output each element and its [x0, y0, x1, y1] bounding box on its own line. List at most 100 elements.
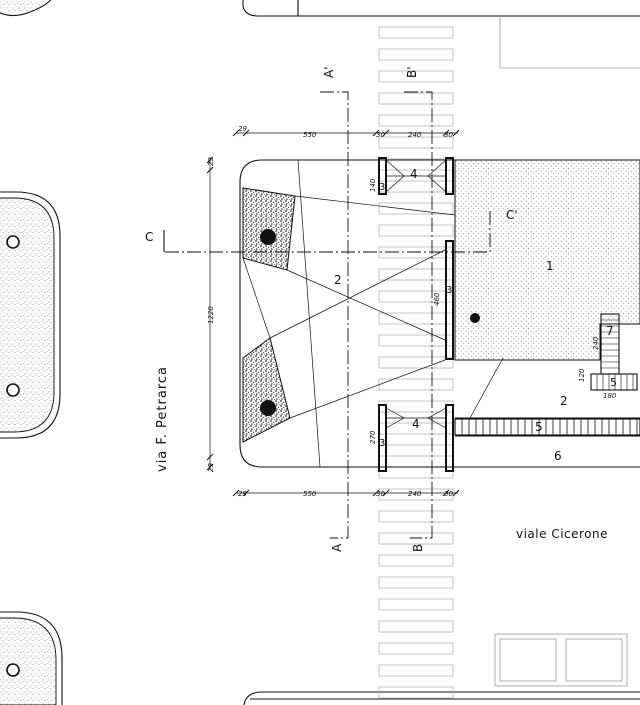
label-area-6: 6: [554, 449, 562, 463]
crossing-stripe: [378, 444, 454, 457]
bollard-dot: [260, 229, 276, 245]
crossing-stripe: [378, 26, 454, 39]
building-top: [242, 0, 640, 69]
stair-strip-5: [454, 418, 640, 436]
label-area-4b: 4: [412, 417, 420, 431]
crossing-stripe: [378, 686, 454, 699]
dim-bottom-550: 550: [303, 490, 317, 498]
dim-bottom-29: 29: [238, 490, 247, 498]
section-b-bottom: B: [411, 544, 425, 552]
crossing-stripe: [378, 70, 454, 83]
lamp-dot: [470, 313, 480, 323]
dim-tick: [442, 489, 450, 497]
dim-stair-h2: 120: [578, 368, 586, 382]
crossing-stripe: [378, 180, 454, 193]
dim-tick: [382, 489, 390, 497]
area-labels: 1 2 2 3 3 3 4 4 5 5 6 7: [334, 167, 617, 463]
dim-central: 460: [433, 292, 441, 306]
gravel-patches: [242, 187, 296, 443]
crossing-stripe: [378, 620, 454, 633]
crossing-stripe: [378, 466, 454, 479]
dim-tick: [372, 489, 380, 497]
crossing-stripe: [378, 92, 454, 105]
dim-top-240: 240: [408, 131, 422, 139]
planter-left-middle: [0, 191, 61, 439]
section-lines: [163, 91, 491, 539]
dimension-texts: 29 550 30 240 30 29 550 30 240 30 29 122…: [207, 125, 617, 498]
crossing-stripe: [378, 532, 454, 545]
dim-top-30a: 30: [376, 131, 385, 139]
crossing-stripe: [378, 224, 454, 237]
building-bottom: [243, 633, 640, 705]
crossing-stripe: [378, 246, 454, 259]
dim-stair-width: 180: [603, 392, 617, 400]
label-area-7: 7: [606, 324, 614, 338]
crossing-stripe: [378, 510, 454, 523]
crossing-stripe: [378, 114, 454, 127]
label-area-5a: 5: [535, 420, 543, 434]
bollard-dot: [260, 400, 276, 416]
dim-top-550: 550: [303, 131, 317, 139]
tree-circle: [6, 663, 20, 677]
crossing-stripe: [378, 136, 454, 149]
piers: [378, 157, 480, 472]
dim-upper-pier: 140: [369, 178, 377, 192]
dim-tick: [452, 129, 460, 137]
planter-top-left: [0, 0, 52, 17]
dim-vert-1220: 1220: [207, 306, 215, 324]
tree-circle: [6, 235, 20, 249]
label-area-5b: 5: [610, 376, 617, 389]
section-c-left: C: [145, 230, 153, 244]
section-labels: A' B' C C' A B: [145, 66, 518, 552]
crossing-stripe: [378, 202, 454, 215]
crossing-stripe: [378, 312, 454, 325]
dim-tick: [206, 463, 214, 471]
crossing-stripe: [378, 48, 454, 61]
dim-tick: [232, 129, 240, 137]
dim-lower-pier: 270: [369, 430, 377, 444]
planter-left-bottom: [0, 611, 63, 705]
label-area-3b: 3: [379, 438, 385, 449]
tree-circle: [6, 383, 20, 397]
dim-tick: [206, 166, 214, 174]
dim-tick: [206, 453, 214, 461]
label-area-2a: 2: [334, 273, 342, 287]
dim-top-30b: 30: [444, 131, 453, 139]
section-b-top: B': [405, 66, 419, 78]
crossing-stripe: [378, 334, 454, 347]
dim-tick: [232, 489, 240, 497]
dim-bottom-30a: 30: [376, 490, 385, 498]
section-a-bottom: A: [330, 543, 344, 552]
dim-vert-29a: 29: [207, 157, 215, 166]
label-area-2b: 2: [560, 394, 568, 408]
crossing-stripe: [378, 268, 454, 281]
crossing-stripe: [378, 488, 454, 501]
platform-lines: [242, 159, 504, 468]
label-area-3a: 3: [379, 182, 385, 193]
label-area-4a: 4: [410, 167, 418, 181]
pedestrian-crossing: [378, 26, 454, 699]
crossing-stripe: [378, 642, 454, 655]
label-area-3c: 3: [446, 285, 452, 296]
pavement-area-1: [454, 159, 640, 361]
section-c-right: C': [506, 208, 518, 222]
crossing-stripe: [378, 356, 454, 369]
dimension-lines: [206, 129, 460, 497]
crossing-stripe: [378, 664, 454, 677]
label-area-1: 1: [546, 259, 554, 273]
dim-bottom-30b: 30: [444, 490, 453, 498]
dim-tick: [442, 129, 450, 137]
dim-vert-29b: 29: [207, 463, 215, 472]
dim-tick: [242, 129, 250, 137]
dim-top-29: 29: [238, 125, 247, 133]
dim-tick: [206, 156, 214, 164]
dim-bottom-240: 240: [408, 490, 422, 498]
crossing-stripe: [378, 598, 454, 611]
street-via-petrarca: via F. Petrarca: [155, 366, 170, 472]
dim-tick: [382, 129, 390, 137]
dim-tick: [372, 129, 380, 137]
dim-tick: [452, 489, 460, 497]
crossing-stripe: [378, 554, 454, 567]
crossing-stripe: [378, 290, 454, 303]
